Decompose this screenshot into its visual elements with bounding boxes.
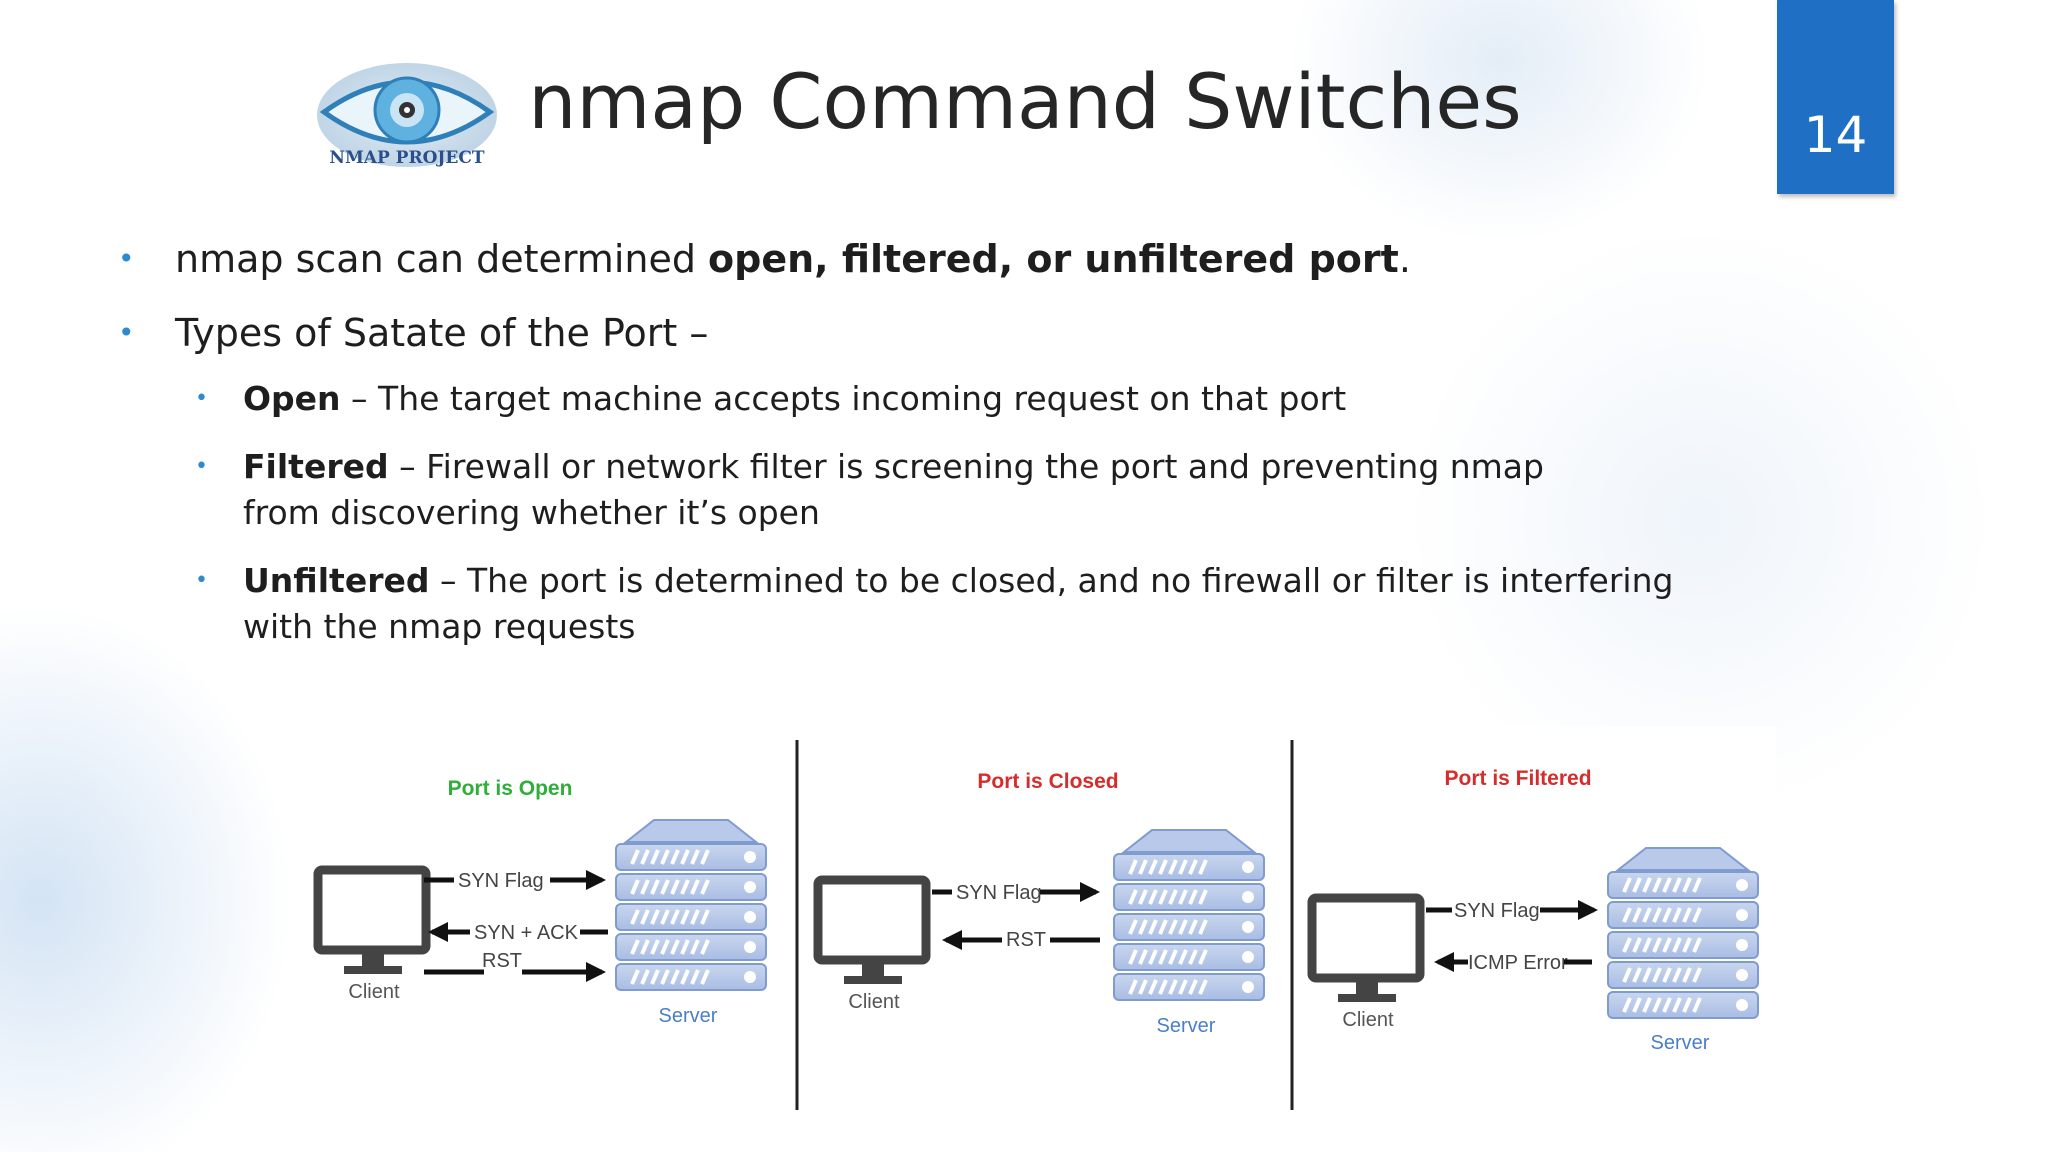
bullet-icon: • bbox=[118, 316, 135, 349]
bullet-list: • nmap scan can determined open, filtere… bbox=[112, 232, 1732, 672]
message-label: SYN + ACK bbox=[474, 922, 579, 944]
message-label: RST bbox=[1006, 929, 1046, 951]
client-label: Client bbox=[348, 981, 400, 1003]
port-state-diagram: Port is Open Client Server SYN Flag SYN … bbox=[296, 726, 1776, 1116]
client-icon bbox=[1312, 898, 1420, 1002]
client-label: Client bbox=[848, 991, 900, 1013]
server-label: Server bbox=[659, 1005, 718, 1027]
panel-port-open: Port is Open Client Server SYN Flag SYN … bbox=[318, 777, 766, 1027]
slide-title: nmap Command Switches bbox=[528, 57, 1522, 146]
panel-title: Port is Filtered bbox=[1444, 767, 1591, 790]
svg-text:NMAP PROJECT: NMAP PROJECT bbox=[329, 148, 484, 168]
sub-bullet-item: • Open – The target machine accepts inco… bbox=[195, 376, 1732, 422]
panel-title: Port is Open bbox=[448, 777, 573, 800]
panel-title: Port is Closed bbox=[977, 770, 1118, 793]
slide-number: 14 bbox=[1803, 106, 1868, 164]
bullet-icon: • bbox=[195, 454, 208, 479]
message-label: SYN Flag bbox=[458, 870, 544, 892]
panel-port-filtered: Port is Filtered Client Server SYN Flag … bbox=[1312, 767, 1758, 1054]
bullet-item: • nmap scan can determined open, filtere… bbox=[112, 232, 1732, 286]
bullet-icon: • bbox=[195, 386, 208, 411]
server-label: Server bbox=[1157, 1015, 1216, 1037]
message-label: ICMP Error bbox=[1468, 952, 1568, 974]
bullet-item: • Types of Satate of the Port – bbox=[112, 306, 1732, 360]
sub-bullet-item: • Unfiltered – The port is determined to… bbox=[195, 558, 1703, 650]
server-icon bbox=[1114, 830, 1264, 1000]
client-icon bbox=[318, 870, 426, 974]
slide-number-badge: 14 bbox=[1777, 0, 1894, 194]
server-icon bbox=[1608, 848, 1758, 1018]
server-label: Server bbox=[1651, 1032, 1710, 1054]
client-label: Client bbox=[1342, 1009, 1394, 1031]
server-icon bbox=[616, 820, 766, 990]
bullet-icon: • bbox=[118, 242, 135, 275]
message-label: SYN Flag bbox=[956, 882, 1042, 904]
message-label: RST bbox=[482, 950, 522, 972]
nmap-logo: NMAP PROJECT bbox=[312, 60, 502, 170]
panel-port-closed: Port is Closed Client Server SYN Flag RS… bbox=[818, 770, 1264, 1037]
message-label: SYN Flag bbox=[1454, 900, 1540, 922]
sub-bullet-item: • Filtered – Firewall or network filter … bbox=[195, 444, 1623, 536]
client-icon bbox=[818, 880, 926, 984]
bullet-icon: • bbox=[195, 568, 208, 593]
